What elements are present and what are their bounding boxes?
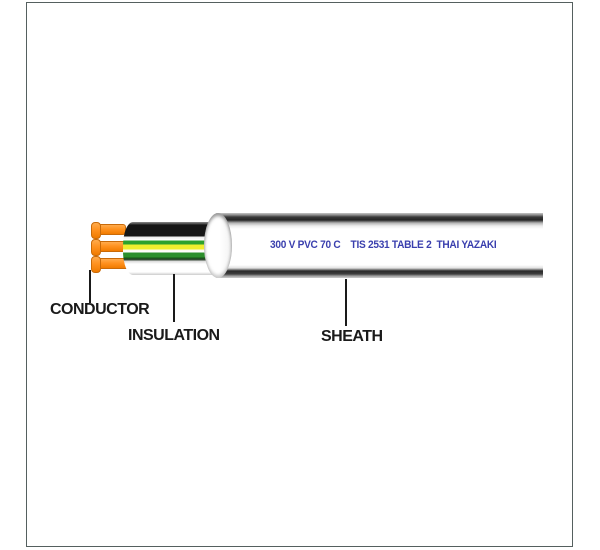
conductor-pin [91, 239, 126, 256]
label-conductor: CONDUCTOR [50, 301, 150, 318]
sheath-marking-text: 300 V PVC 70 C TIS 2531 TABLE 2 THAI YAZ… [270, 239, 497, 251]
leader-line-sheath [345, 279, 347, 326]
conductor-pin-head [91, 239, 101, 256]
sheath-cut-face [204, 213, 232, 278]
conductor-pin [91, 222, 126, 239]
conductor-pin-head [91, 256, 101, 273]
leader-line-conductor [89, 270, 91, 303]
label-insulation: INSULATION [128, 327, 220, 344]
leader-line-insulation [173, 274, 175, 322]
cable-sheath [216, 213, 543, 278]
label-sheath: SHEATH [321, 328, 383, 345]
conductor-pin-head [91, 222, 101, 239]
